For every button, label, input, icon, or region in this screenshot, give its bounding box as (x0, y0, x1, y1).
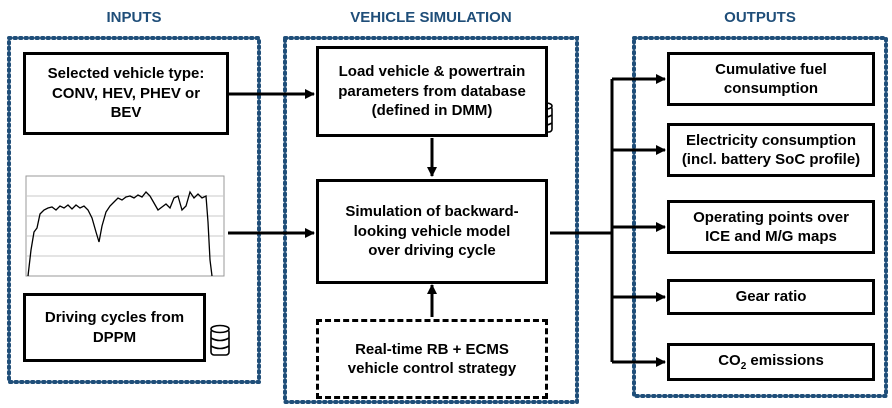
load-parameters-box: Load vehicle & powertrain parameters fro… (316, 46, 548, 137)
fuel-line-1: Cumulative fuel (715, 60, 827, 78)
output-electricity-box: Electricity consumption (incl. battery S… (667, 123, 875, 177)
simulate-line-3: over driving cycle (368, 242, 496, 260)
vehicle-type-line-1: Selected vehicle type: (47, 65, 205, 83)
control-strategy-box: Real-time RB + ECMS vehicle control stra… (316, 319, 548, 399)
load-params-line-1: Load vehicle & powertrain (338, 63, 526, 81)
simulation-header: VEHICLE SIMULATION (350, 9, 512, 26)
fuel-line-2: consumption (723, 80, 819, 97)
inputs-group-border (7, 36, 261, 384)
vehicle-type-line-3: BEV (110, 104, 142, 122)
output-fuel-box: Cumulative fuel consumption (667, 52, 875, 106)
outputs-header: OUTPUTS (724, 9, 796, 26)
operating-points-line-2: ICE and M/G maps (705, 228, 837, 245)
load-params-line-2: parameters from database (338, 82, 526, 100)
gear-line-1: Gear ratio (735, 288, 807, 306)
co2-subscript: 2 (740, 361, 747, 372)
control-line-1: Real-time RB + ECMS (355, 340, 509, 358)
electricity-line-1: Electricity consumption (685, 131, 857, 149)
vehicle-type-line-2: CONV, HEV, PHEV or (51, 84, 201, 102)
output-gear-box: Gear ratio (667, 279, 875, 315)
operating-points-line-1: Operating points over (693, 208, 849, 226)
control-line-2: vehicle control strategy (347, 360, 517, 377)
output-co2-box: CO2 emissions (667, 343, 875, 381)
co2-label: CO2 emissions (718, 351, 824, 373)
simulation-group-border (283, 36, 579, 404)
load-params-line-3: (defined in DMM) (371, 102, 493, 120)
database-icon-inputs (210, 324, 230, 356)
simulation-box: Simulation of backward- looking vehicle … (316, 179, 548, 284)
simulate-line-1: Simulation of backward- (345, 203, 519, 221)
driving-cycle-chart (25, 175, 225, 277)
simulate-line-2: looking vehicle model (353, 222, 511, 240)
output-operating-points-box: Operating points over ICE and M/G maps (667, 200, 875, 254)
electricity-line-2: (incl. battery SoC profile) (681, 151, 861, 168)
inputs-header: INPUTS (106, 9, 162, 26)
vehicle-type-box: Selected vehicle type: CONV, HEV, PHEV o… (23, 52, 229, 135)
driving-cycles-line-1: Driving cycles from (44, 309, 185, 326)
driving-cycles-box: Driving cycles from DPPM (23, 293, 206, 362)
outputs-group-border (632, 36, 888, 398)
co2-suffix: emissions (746, 352, 824, 369)
co2-prefix: CO (718, 352, 741, 369)
driving-cycles-line-2: DPPM (92, 328, 137, 346)
